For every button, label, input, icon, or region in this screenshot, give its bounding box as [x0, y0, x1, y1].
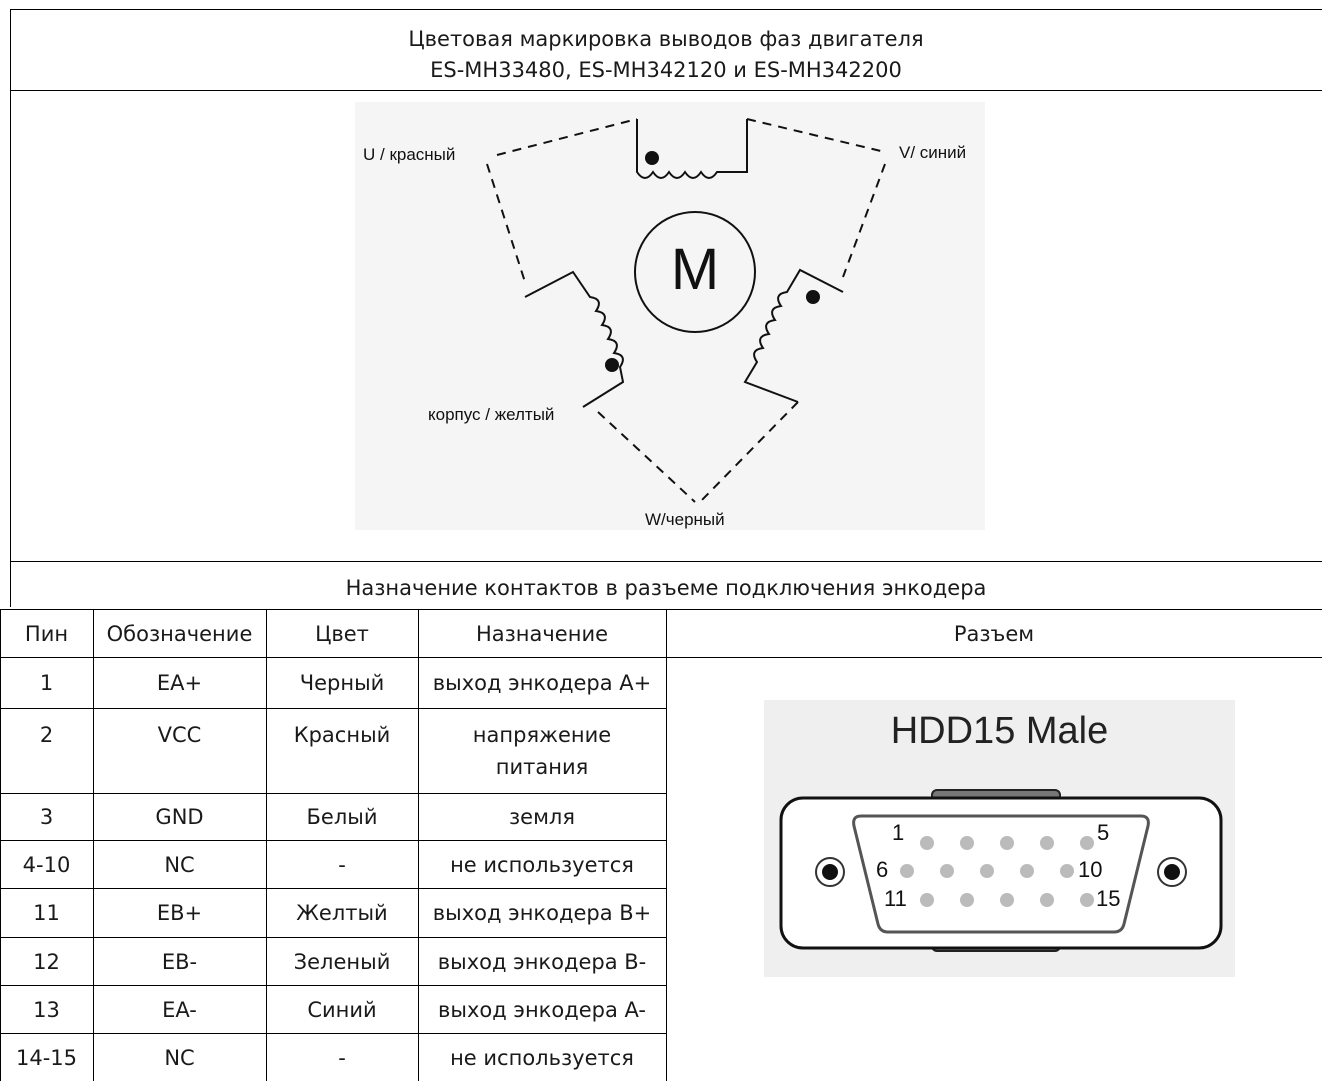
col-divider-2 [266, 609, 267, 1081]
table-cell-pin: 3 [39, 805, 54, 829]
col-divider-3 [418, 609, 419, 1081]
col-header-purpose: Назначение [475, 621, 609, 646]
pin-label: 1 [892, 820, 905, 845]
col-header-connector: Разъем [953, 621, 1035, 646]
header-title-line2: ES-MH33480, ES-MH342120 и ES-MH342200 [430, 58, 902, 82]
hdd15-connector-image: HDD15 Male 1 5 6 10 11 15 [764, 700, 1235, 977]
pin-label: 11 [884, 886, 907, 911]
row-line [0, 985, 667, 986]
divider-diagram [10, 561, 1322, 562]
table-cell-purpose: выход энкодера B+ [432, 901, 652, 925]
table-cell-designation: VCC [157, 723, 202, 747]
row-line [0, 840, 667, 841]
table-cell-designation: EA+ [156, 671, 203, 695]
pin-label: 5 [1097, 820, 1110, 845]
row-line [0, 937, 667, 938]
header-title-line1: Цветовая маркировка выводов фаз двигател… [408, 27, 924, 51]
col-header-pin: Пин [24, 621, 69, 646]
border-left-upper [10, 9, 11, 607]
table-cell-designation: EB- [161, 949, 198, 974]
table-cell-pin: 12 [33, 949, 60, 974]
table-cell-purpose: не используется [450, 852, 634, 877]
table-cell-pin: 14-15 [15, 1045, 78, 1070]
col-header-color: Цвет [315, 621, 369, 646]
col-header-designation: Обозначение [106, 621, 253, 646]
row-line [0, 793, 667, 794]
table-cell-color: Желтый [296, 901, 388, 925]
col-divider-4 [666, 609, 667, 1081]
label-phase-w: W/черный [645, 510, 725, 529]
label-phase-u: U / красный [363, 145, 456, 164]
table-cell-pin: 2 [39, 723, 54, 747]
row-line [0, 708, 667, 709]
motor-symbol-label: M [670, 237, 720, 302]
table-cell-purpose: выход энкодера A+ [432, 671, 652, 695]
table-cell-purpose: выход энкодера A- [437, 997, 646, 1022]
table-cell-color: Красный [293, 723, 391, 747]
table-cell-purpose: не используется [450, 1045, 634, 1070]
encoder-section-title: Назначение контактов в разъеме подключен… [345, 576, 987, 600]
table-cell-designation: NC [164, 1045, 195, 1070]
connector-title: HDD15 Male [890, 710, 1109, 752]
table-cell-purpose: выход энкодера B- [437, 949, 647, 974]
table-cell-designation: EB+ [156, 901, 203, 925]
table-cell-color: Черный [299, 671, 385, 695]
divider-encoder-title [0, 609, 1322, 610]
pin-label: 6 [876, 857, 889, 882]
table-cell-color: Синий [307, 997, 377, 1022]
table-cell-pin: 11 [33, 901, 60, 925]
table-cell-pin: 1 [39, 671, 54, 695]
border-left-lower [0, 609, 1, 1081]
table-cell-purpose: земля [509, 805, 575, 829]
table-cell-color: - [338, 1045, 346, 1070]
motor-wiring-diagram: M [355, 102, 985, 530]
connector-drawing [779, 789, 1223, 952]
table-cell-color: - [338, 852, 346, 877]
col-divider-1 [93, 609, 94, 1081]
table-cell-purpose: напряжение питания [472, 723, 612, 779]
divider-columns [0, 657, 1322, 658]
table-cell-pin: 13 [33, 997, 60, 1022]
row-line [0, 888, 667, 889]
table-cell-color: Зеленый [293, 949, 391, 974]
row-line [0, 1033, 667, 1034]
label-phase-v: V/ синий [899, 143, 967, 162]
table-cell-designation: EA- [162, 997, 197, 1022]
pin-label: 10 [1078, 857, 1103, 882]
table-cell-designation: NC [164, 852, 195, 877]
label-case: корпус / желтый [428, 405, 555, 424]
pin-label: 15 [1096, 886, 1121, 911]
border-top [10, 9, 1322, 10]
table-cell-designation: GND [155, 805, 204, 829]
table-cell-pin: 4-10 [22, 852, 71, 877]
motor-wiring-svg [486, 118, 886, 503]
table-cell-color: Белый [306, 805, 378, 829]
divider-header [10, 90, 1322, 91]
